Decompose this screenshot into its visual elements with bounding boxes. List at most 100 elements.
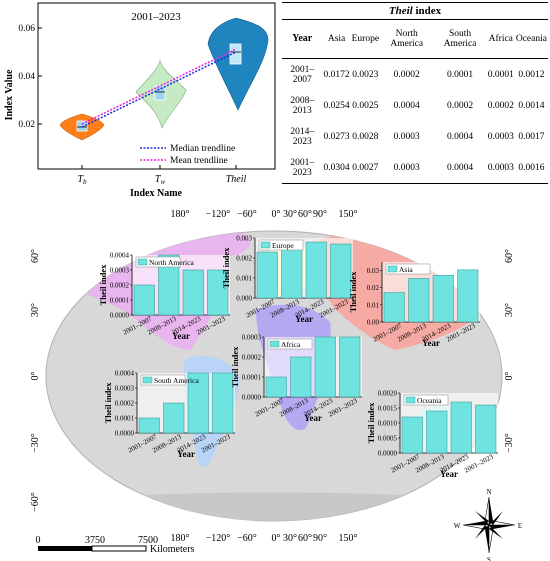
inset-y-label: Theil index [348,271,358,313]
inset-y-tick-label: 0.0003 [115,385,135,393]
scale-tick: 3750 [85,535,105,546]
lon-label: 60° [298,209,312,220]
violin-x-label: Index Name [130,188,183,199]
theil-index-table-panel: Theil index Year Asia Europe North Ameri… [282,2,548,184]
table-cell: 0.0003 [393,131,420,142]
table-header: Europe [350,19,381,59]
table-cell: 0.0027 [350,152,381,184]
table-cell: 0.0023 [352,69,379,80]
table-header: Africa [486,19,515,59]
table-cell: 0.0003 [486,152,515,184]
inset-y-label: Theil index [366,402,376,444]
world-map: 180° −120° −60° 0° 30° 60° 90° 150° 180°… [30,209,522,561]
inset-bar [207,269,229,316]
table-header: Year [282,19,323,59]
inset-legend-swatch [142,376,153,384]
table-cell: 0.0004 [446,131,474,142]
lon-label: −120° [206,533,231,544]
mean-trendline [81,48,237,125]
inset-y-label: Theil index [103,382,113,424]
inset-bar [475,404,497,454]
y-tick-label: 0.06 [18,24,35,34]
inset-legend-swatch [260,241,271,249]
table-cell: 0.0304 [322,152,351,184]
inset-bar [432,274,454,323]
inset-legend-swatch [405,396,416,404]
inset-title-europe: Europe [272,241,294,250]
latitude-labels-right: 60° 30° 0° −30° [504,249,515,453]
box-theil [229,43,242,65]
y-tick-label: 0.02 [18,120,35,130]
inset-y-tick-label: 0.0002 [110,282,130,290]
violin-y-ticks: 0.02 0.04 0.06 [18,24,42,130]
inset-y-tick-label: 0.0002 [242,354,262,362]
compass-w: W [454,522,461,530]
inset-y-tick-label: 0.0000 [115,430,135,438]
inset-y-label: Theil index [230,346,240,388]
inset-bar [281,247,303,299]
table-cell: 2008–2013 [290,95,315,116]
inset-y-label: Theil index [98,264,108,306]
inset-y-tick-label: 0.0010 [378,420,398,428]
lat-label: 60° [504,249,515,263]
lon-label: 150° [339,209,358,220]
lon-label: 150° [339,533,358,544]
lon-label: 0° [272,209,281,220]
antarctica-region [80,492,470,521]
inset-y-tick-label: 0.0015 [378,405,398,413]
lon-label: 60° [298,533,312,544]
inset-bar [330,243,352,299]
lat-label: −30° [30,433,41,453]
violin-legend: Median trendline Mean trendline [140,144,235,166]
table-header: North America [380,19,434,59]
inset-y-tick-label: 0.03 [367,267,380,275]
table-cell: 0.0002 [393,69,420,80]
inset-y-label: Theil index [221,247,231,289]
lon-label: −60° [237,209,257,220]
inset-title-south-america: South America [154,376,199,385]
longitude-labels-top: 180° −120° −60° 0° 30° 60° 90° 150° [171,209,358,220]
scale-tick: 7500 [138,535,158,546]
inset-x-label: Year [172,331,190,341]
inset-legend-swatch [387,265,398,273]
scale-unit: Kilometers [150,544,195,555]
inset-y-tick-label: 0.0005 [378,435,398,443]
x-tick-tb: Tb [77,174,87,186]
inset-bar [265,376,287,398]
lon-label: 90° [313,533,327,544]
inset-title-africa: Africa [281,340,301,349]
inset-bar [187,372,209,434]
greenland-region [210,231,250,257]
inset-chart-africa: 0.00000.00010.00020.00032001–20072008–20… [230,334,362,423]
inset-bar [256,251,278,299]
latitude-labels-left: 60° 30° 0° −30° −60° [30,249,41,512]
table-cell: 0.0016 [514,152,548,184]
legend-median: Median trendline [170,144,235,154]
inset-legend-box [258,239,304,251]
inset-y-tick-label: 0.0001 [242,374,262,382]
table-cell: 0.0001 [487,69,514,80]
table-cell: 2001–2023 [282,152,323,184]
inset-title-asia: Asia [399,265,413,274]
inset-x-label: Year [304,413,322,423]
inset-x-label: Year [422,338,440,348]
lon-label: −120° [206,209,231,220]
table-cell: 0.0254 [323,100,350,111]
inset-y-tick-label: 0.0004 [115,370,135,378]
inset-y-tick-label: 0.002 [236,255,252,263]
inset-chart-oceania: 0.00000.00050.00100.00150.00202001–20072… [366,390,498,479]
inset-y-tick-label: 0.0000 [110,312,130,320]
inset-legend-box [385,263,431,275]
lon-label: 30° [283,209,297,220]
table-title: Theil index [282,2,548,20]
inset-y-tick-label: 0.0000 [242,394,262,402]
inset-chart-north-america: 0.00000.00010.00020.00030.00042001–20072… [98,252,230,341]
table-cell: 0.0012 [518,69,545,80]
inset-y-tick-label: 0.02 [367,284,380,292]
table-cell: 0.0002 [487,100,514,111]
table-cell: 0.0004 [433,152,487,184]
inset-legend-box [140,374,186,386]
